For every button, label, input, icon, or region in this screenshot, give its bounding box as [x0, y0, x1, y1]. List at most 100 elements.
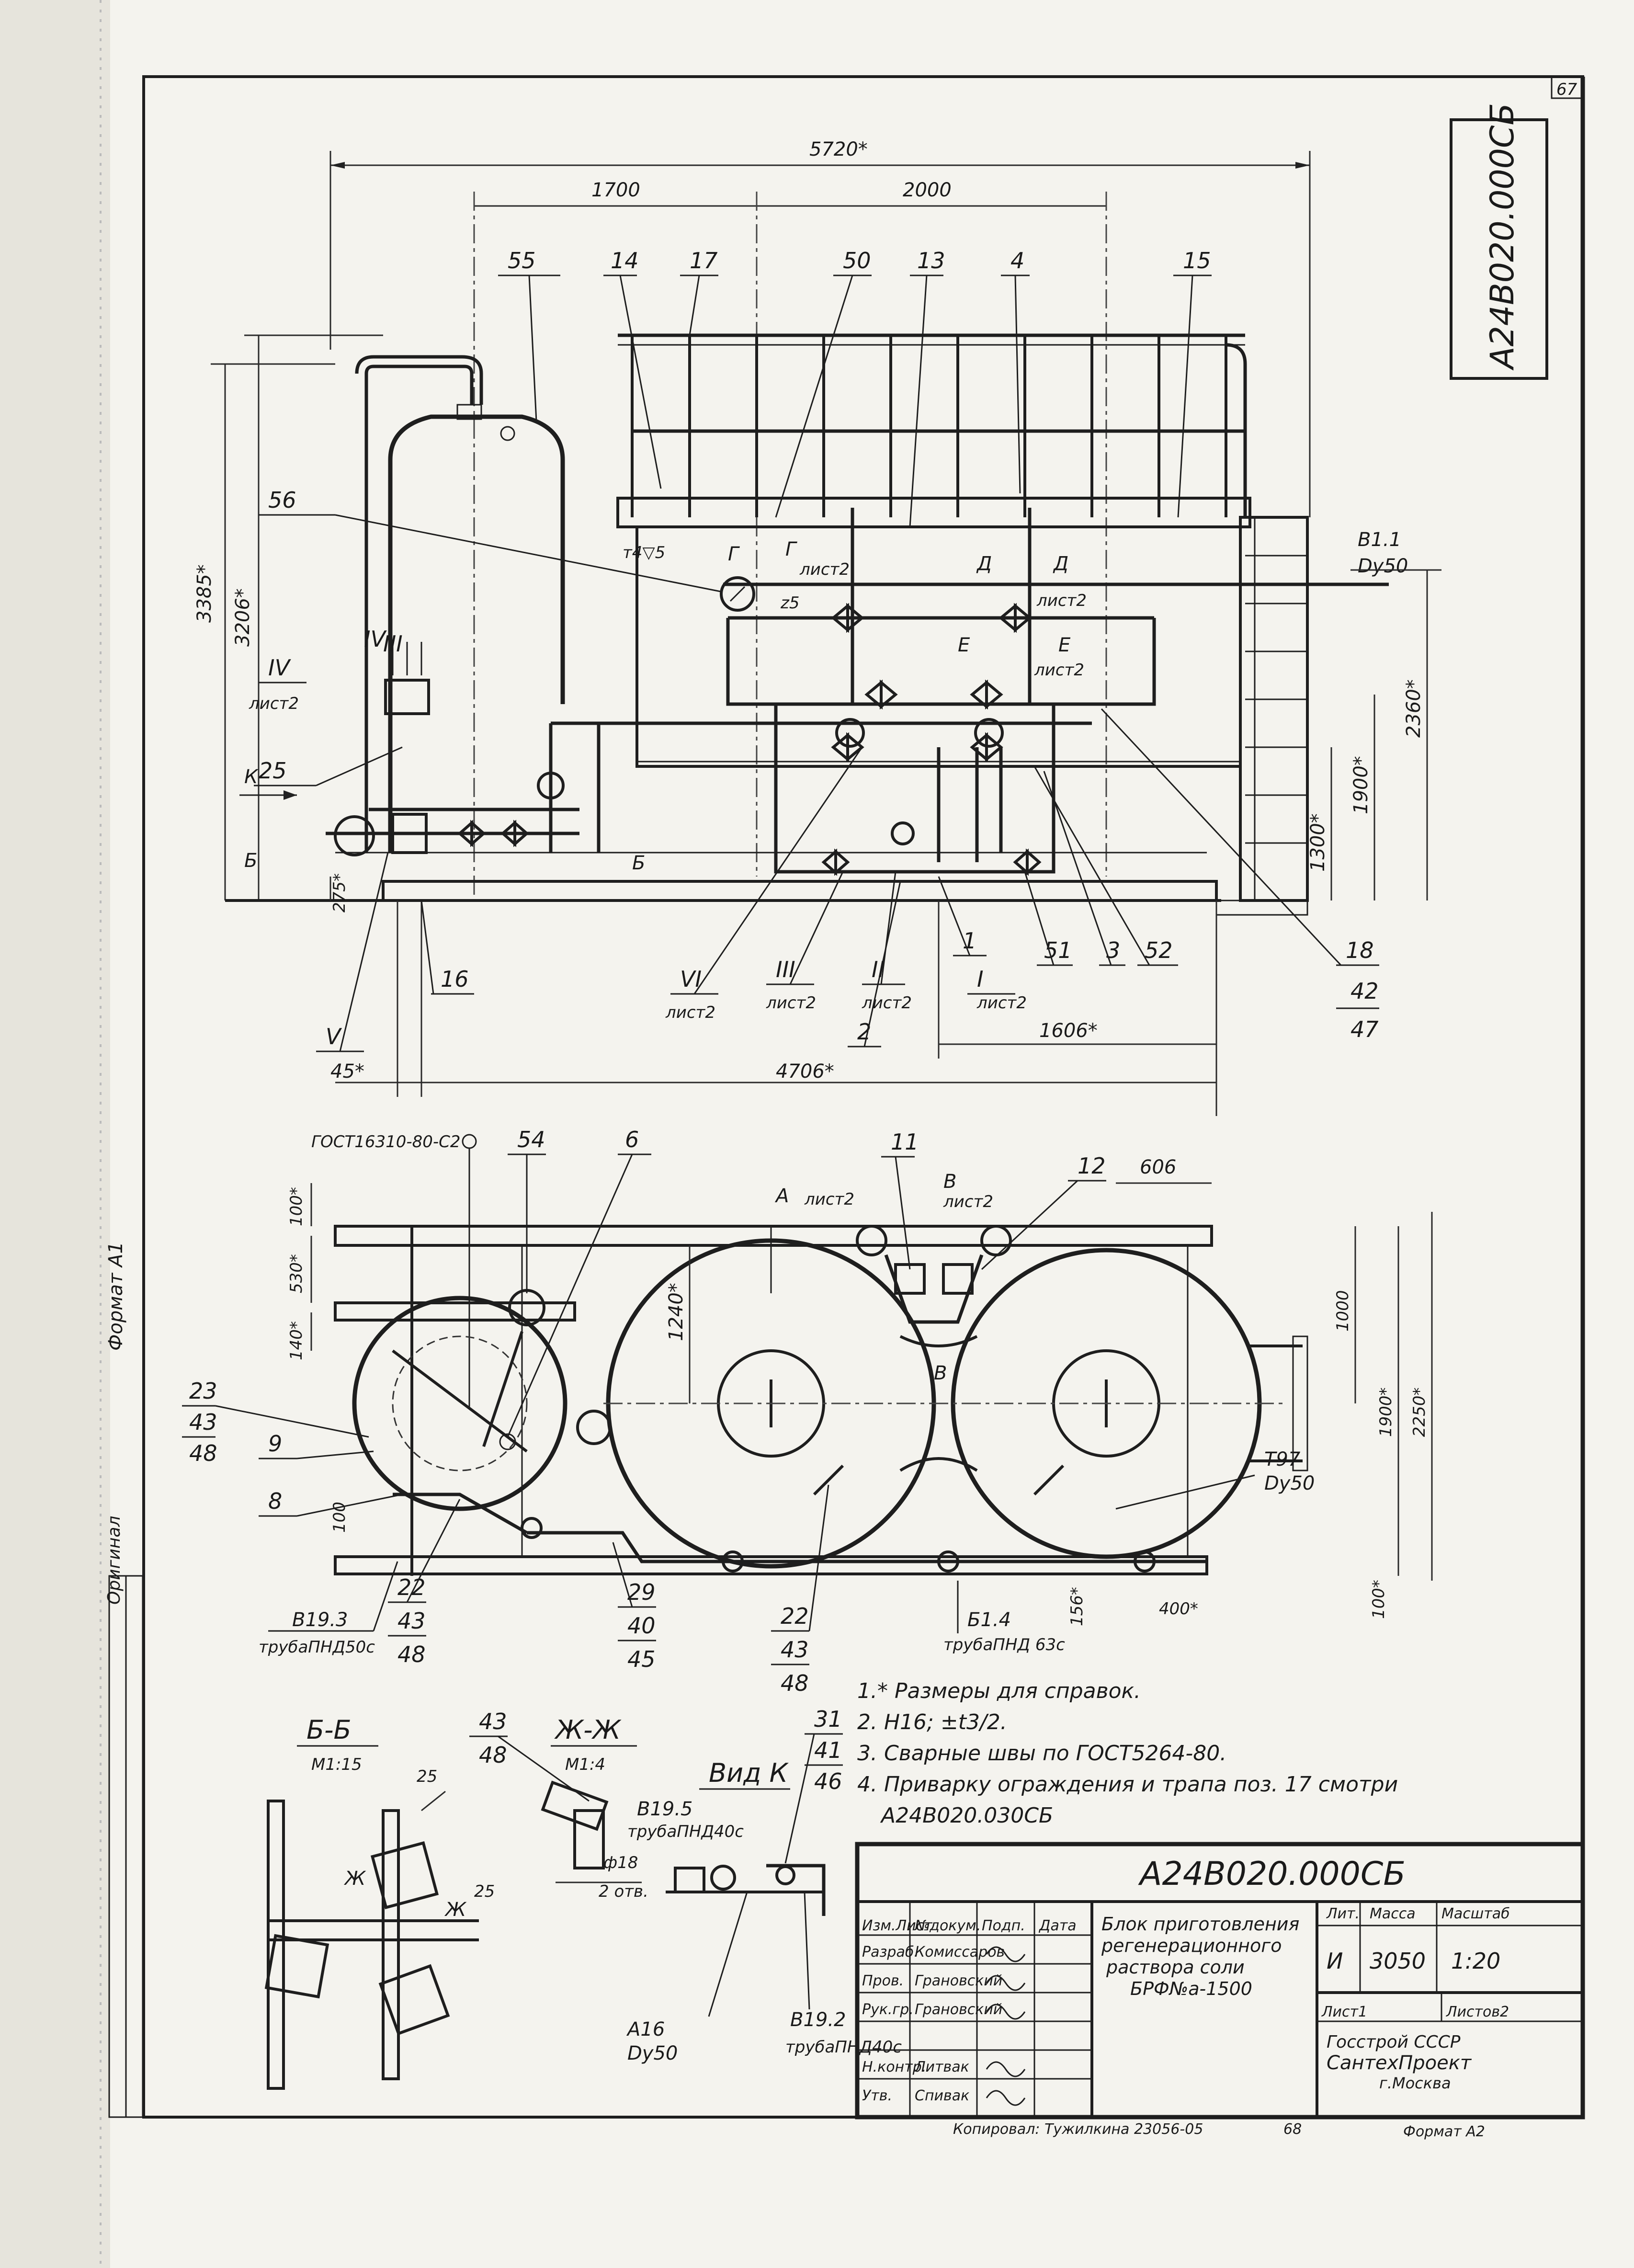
callout-14: 14	[611, 248, 639, 274]
view-ii-sheet: лист2	[862, 993, 912, 1013]
dim-1900: 1900*	[1350, 756, 1372, 814]
dim-3385: 3385*	[193, 564, 216, 623]
tb-copied: Копировал: Тужилкина 23056-05	[953, 2121, 1203, 2138]
tb-lit-value: И	[1327, 1948, 1343, 1974]
section-d-sheet: лист2	[1036, 591, 1087, 610]
dim-1900-plan: 1900*	[1376, 1387, 1396, 1437]
dim-45: 45*	[330, 1060, 364, 1083]
dim-3206: 3206*	[232, 588, 254, 647]
view-i: I	[977, 966, 984, 992]
section-b2: В	[934, 1362, 947, 1384]
tb-row2-role: Пров.	[862, 1972, 904, 1989]
section-bb-zh2: Ж	[444, 1899, 467, 1921]
callout-8: 8	[268, 1488, 282, 1514]
dim-1240: 1240*	[665, 1283, 687, 1341]
frac-23-top: 23	[189, 1378, 217, 1404]
dim-1606: 1606*	[1039, 1020, 1098, 1042]
view-iii: III	[776, 957, 795, 982]
note-2: 2. Н16; ±t3/2.	[857, 1710, 1007, 1734]
callout-55: 55	[508, 248, 536, 274]
tb-org-1: Госстрой СССР	[1327, 2032, 1461, 2052]
tb-row3-role: Рук.гр.	[862, 2001, 914, 2018]
dim-400: 400*	[1159, 1599, 1198, 1618]
view-v: V	[326, 1024, 342, 1049]
callout-56: 56	[268, 487, 296, 513]
label-b14-pipe: трубаПНД 63с	[943, 1635, 1065, 1654]
tb-sheet: Лист1	[1321, 2004, 1367, 2020]
callout-18-den: 47	[1350, 1016, 1379, 1042]
view-i-sheet: лист2	[976, 993, 1027, 1013]
view-k-a16-dn: Dу50	[627, 2042, 678, 2064]
tb-sheets: Листов2	[1446, 2004, 1509, 2020]
tb-mass-value: 3050	[1370, 1948, 1426, 1974]
label-t97-dn: Dу50	[1264, 1472, 1315, 1494]
dim-2000: 2000	[903, 179, 952, 201]
view-iv: IV	[364, 626, 387, 652]
front-view: 5720* 1700 2000 55 14 17 50 13 4 15	[193, 138, 1441, 1116]
tb-row1-name: Комиссаров	[915, 1944, 1005, 1960]
title-block: А24В020.000СБ Изм.Лист №докум. Подп. Дат…	[855, 1842, 1585, 2140]
view-k: Вид К 31 41 46 В19.5 трубаПНД40с А16 Dу5…	[626, 1706, 902, 2064]
dim-1700: 1700	[591, 179, 640, 201]
callout-18: 18	[1346, 937, 1374, 963]
section-e-left: Е	[958, 634, 970, 656]
pressure-gauge	[720, 576, 755, 612]
callout-51: 51	[1044, 937, 1072, 963]
tb-row4-role: Н.контр.	[862, 2059, 926, 2075]
callout-52: 52	[1145, 937, 1173, 963]
section-e-right: Е	[1058, 634, 1071, 656]
section-bb-25b: 25	[474, 1882, 495, 1901]
section-bb-25a: 25	[417, 1767, 437, 1786]
scan-edge	[0, 0, 110, 2268]
section-b-sheet: лист2	[943, 1192, 993, 1211]
tb-row5-name: Спивак	[915, 2087, 969, 2104]
section-zhzh: 43 48 Ж-Ж М1:4 ф18 2 отв.	[469, 1709, 648, 1901]
view-iii-top: III	[383, 631, 403, 657]
view-k-b195: В19.5	[637, 1798, 693, 1820]
dim-1000: 1000	[1333, 1290, 1352, 1332]
section-zhzh-hole: ф18	[603, 1853, 638, 1872]
callout-17: 17	[690, 248, 718, 274]
frac-22a-mid: 43	[397, 1608, 426, 1634]
page-number: 67	[1556, 80, 1577, 99]
tb-name-1: Блок приготовления	[1101, 1914, 1299, 1935]
section-b-left: Б	[244, 850, 257, 872]
callout-6: 6	[625, 1127, 639, 1152]
section-bb-title: Б-Б	[306, 1715, 352, 1745]
vertical-doc-code: А24В020.000СБ	[1484, 103, 1521, 371]
callout-50: 50	[843, 248, 871, 274]
pump	[334, 815, 375, 856]
tb-org-2: СантехПроект	[1327, 2052, 1472, 2074]
dim-4706: 4706*	[776, 1060, 834, 1083]
dim-100c: 100*	[1369, 1580, 1388, 1619]
drawing-frame	[142, 75, 1584, 2119]
tb-name-4: БРФ№а-1500	[1130, 1978, 1252, 1999]
view-vi-sheet: лист2	[665, 1003, 715, 1022]
view-k-title: Вид К	[709, 1758, 789, 1788]
view-k-a16: А16	[626, 2018, 665, 2040]
dim-606: 606	[1140, 1156, 1176, 1178]
zh-frac-top: 43	[479, 1709, 507, 1734]
dim-overall-width: 5720*	[809, 138, 868, 160]
tb-format: Формат А2	[1403, 2123, 1485, 2140]
view-iii-sheet: лист2	[766, 993, 816, 1013]
view-iv-label: IV	[268, 655, 292, 681]
dim-100a: 100*	[287, 1187, 306, 1226]
section-zhzh-scale: М1:4	[565, 1755, 605, 1774]
callout-1: 1	[963, 928, 976, 954]
view-k-frac-bot: 46	[814, 1768, 842, 1794]
tb-row0-sign: Подп.	[982, 1917, 1025, 1934]
dim-156: 156*	[1067, 1587, 1087, 1626]
label-z5: z5	[780, 593, 799, 613]
label-t4: т4▽5	[623, 543, 665, 562]
section-b: В	[943, 1171, 956, 1193]
label-b193: В19.3	[292, 1609, 348, 1631]
label-t97: Т97	[1264, 1448, 1301, 1470]
section-zhzh-title: Ж-Ж	[554, 1715, 622, 1745]
dim-275: 275*	[330, 873, 349, 912]
frac-22b-top: 22	[781, 1603, 809, 1629]
frac-22a-top: 22	[397, 1574, 426, 1600]
section-g-left: Г	[728, 543, 740, 565]
